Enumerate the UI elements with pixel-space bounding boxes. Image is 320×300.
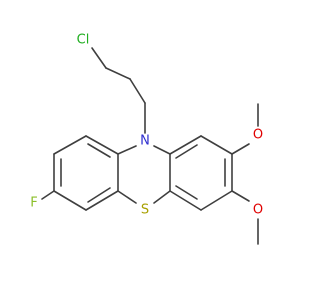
fluorine-label: F (30, 196, 37, 211)
bond-c-o-lower (231, 190, 250, 202)
oxygen-lower-label: O (253, 203, 263, 218)
sulfur-label: S (141, 203, 149, 218)
methoxy-groups (231, 103, 259, 245)
bond-s-left (117, 190, 137, 204)
right-benzene-ring (169, 135, 233, 211)
bond-l5 (85, 190, 119, 211)
bond-l1 (85, 135, 119, 155)
nitrogen-label: N (140, 134, 150, 149)
bond-l2 (53, 135, 87, 155)
central-thiazine-ring (117, 145, 171, 204)
bond-c1-c2 (105, 67, 131, 80)
bond-r1 (169, 135, 202, 155)
bond-r-inner-3 (175, 185, 198, 200)
left-benzene-ring (41, 135, 119, 211)
bond-s-right (153, 190, 171, 204)
molecule-structure: Cl N S F O O (30, 33, 263, 245)
bond-r2 (200, 135, 233, 155)
bond-cl-c1 (91, 47, 107, 69)
chlorine-label: Cl (77, 33, 90, 48)
bond-r4 (200, 190, 233, 211)
bond-l-inner-3 (87, 187, 111, 203)
oxygen-upper-label: O (253, 128, 263, 143)
bond-c-f (41, 190, 55, 200)
bond-l4 (53, 190, 87, 211)
bond-c2-c3 (129, 78, 146, 104)
bond-n-right (153, 145, 171, 155)
chloropropyl-chain (91, 47, 146, 134)
bond-n-left (117, 145, 137, 155)
bond-r5 (169, 190, 202, 211)
bond-r-inner-1 (175, 144, 198, 159)
bond-l-inner-1 (87, 143, 111, 158)
bond-c-o-upper (231, 143, 250, 155)
